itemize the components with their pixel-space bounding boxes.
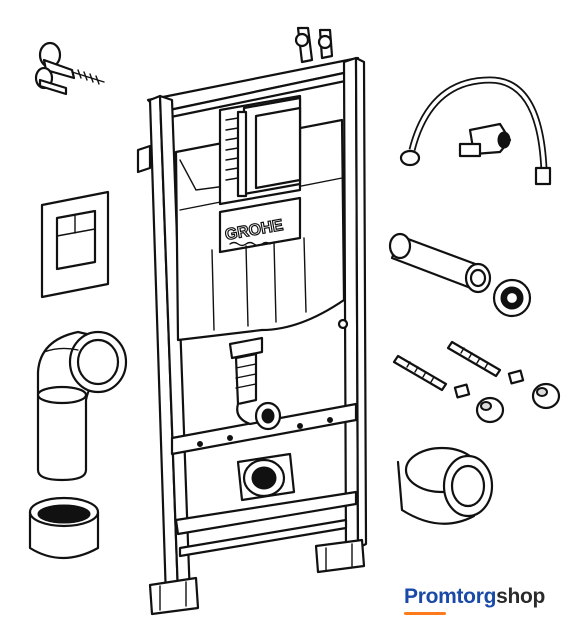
flush-pipe-icon [388, 232, 492, 294]
drain-sleeve-icon [28, 496, 100, 559]
brand-logo: Promtorgshop [404, 585, 545, 609]
water-hose-icon [399, 76, 552, 186]
connector-cup-icon [396, 446, 494, 525]
bolt-set-icon [392, 340, 561, 424]
flush-plate-icon [40, 190, 110, 299]
brand-underline [404, 612, 446, 615]
brand-name-secondary: shop [496, 585, 546, 608]
brand-name-primary: Promtorg [404, 585, 497, 608]
wall-anchor-icon [34, 41, 105, 96]
cistern-icon: GROHE [174, 94, 346, 502]
drain-elbow-icon [36, 330, 128, 482]
rubber-seal-icon [492, 278, 532, 318]
